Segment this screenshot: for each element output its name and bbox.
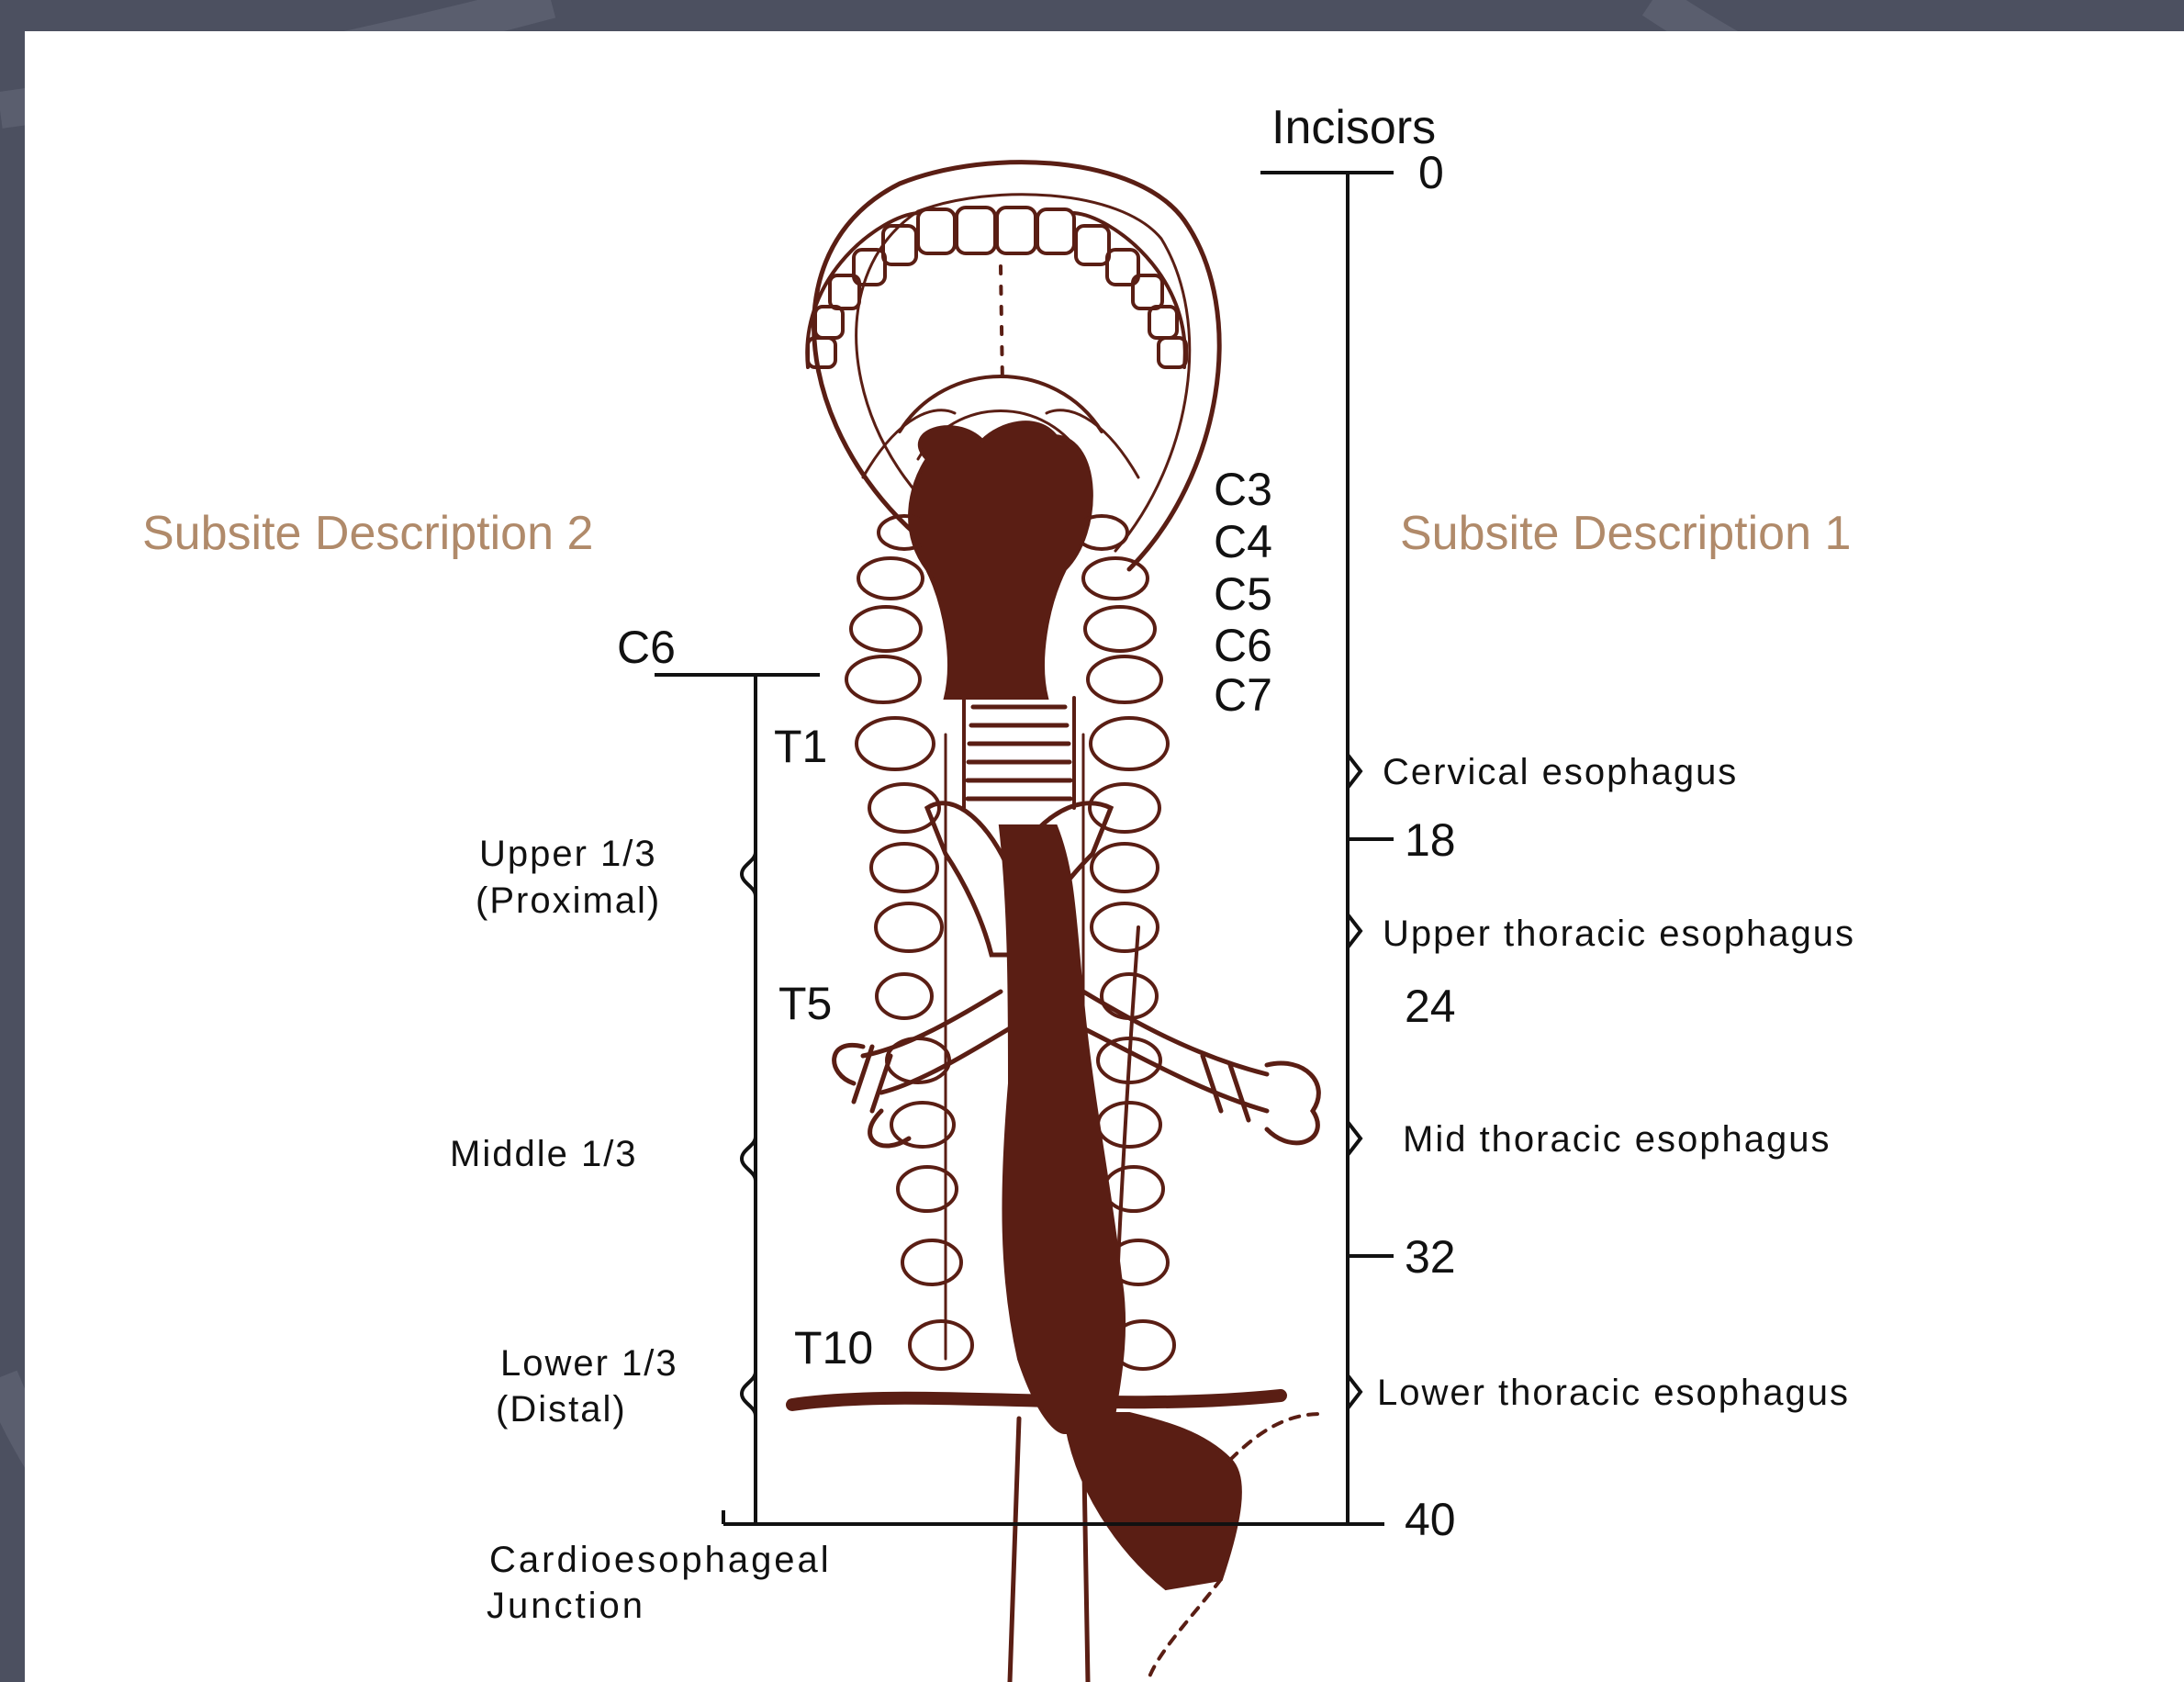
subsite-desc-1-title: Subsite Description 1 <box>1400 507 1851 560</box>
scale-mark-24: 24 <box>1405 981 1456 1032</box>
vertebra-c5: C5 <box>1214 568 1272 620</box>
label-cervical-esophagus: Cervical esophagus <box>1383 752 1738 792</box>
label-lower-thoracic-esophagus: Lower thoracic esophagus <box>1377 1373 1850 1413</box>
vertebra-c4: C4 <box>1214 516 1272 567</box>
label-lower-third: Lower 1/3 <box>500 1343 678 1384</box>
label-cardioesophageal: Cardioesophageal <box>489 1540 832 1580</box>
vertebra-t5: T5 <box>778 978 832 1029</box>
scale-mark-32: 32 <box>1405 1231 1456 1283</box>
label-upper-thoracic-esophagus: Upper thoracic esophagus <box>1383 914 1855 954</box>
label-mid-thoracic-esophagus: Mid thoracic esophagus <box>1403 1119 1831 1160</box>
scale-mark-40: 40 <box>1405 1494 1456 1545</box>
label-middle-third: Middle 1/3 <box>450 1134 638 1174</box>
vertebra-c3: C3 <box>1214 464 1272 515</box>
incisors-label: Incisors <box>1271 101 1436 154</box>
subsite-desc-2-title: Subsite Description 2 <box>142 507 593 560</box>
vertebra-c6: C6 <box>1214 620 1272 671</box>
label-proximal: (Proximal) <box>476 880 661 921</box>
incisors-zero: 0 <box>1418 147 1444 198</box>
vertebra-t10: T10 <box>794 1322 873 1374</box>
scale-mark-18: 18 <box>1405 814 1456 866</box>
diaphragm <box>792 1396 1281 1405</box>
vertebra-c7: C7 <box>1214 669 1272 721</box>
vertebra-t1: T1 <box>774 721 827 772</box>
vertebra-c6-left: C6 <box>617 622 676 673</box>
label-upper-third: Upper 1/3 <box>479 834 657 874</box>
label-distal: (Distal) <box>496 1389 627 1430</box>
label-junction: Junction <box>487 1586 645 1626</box>
